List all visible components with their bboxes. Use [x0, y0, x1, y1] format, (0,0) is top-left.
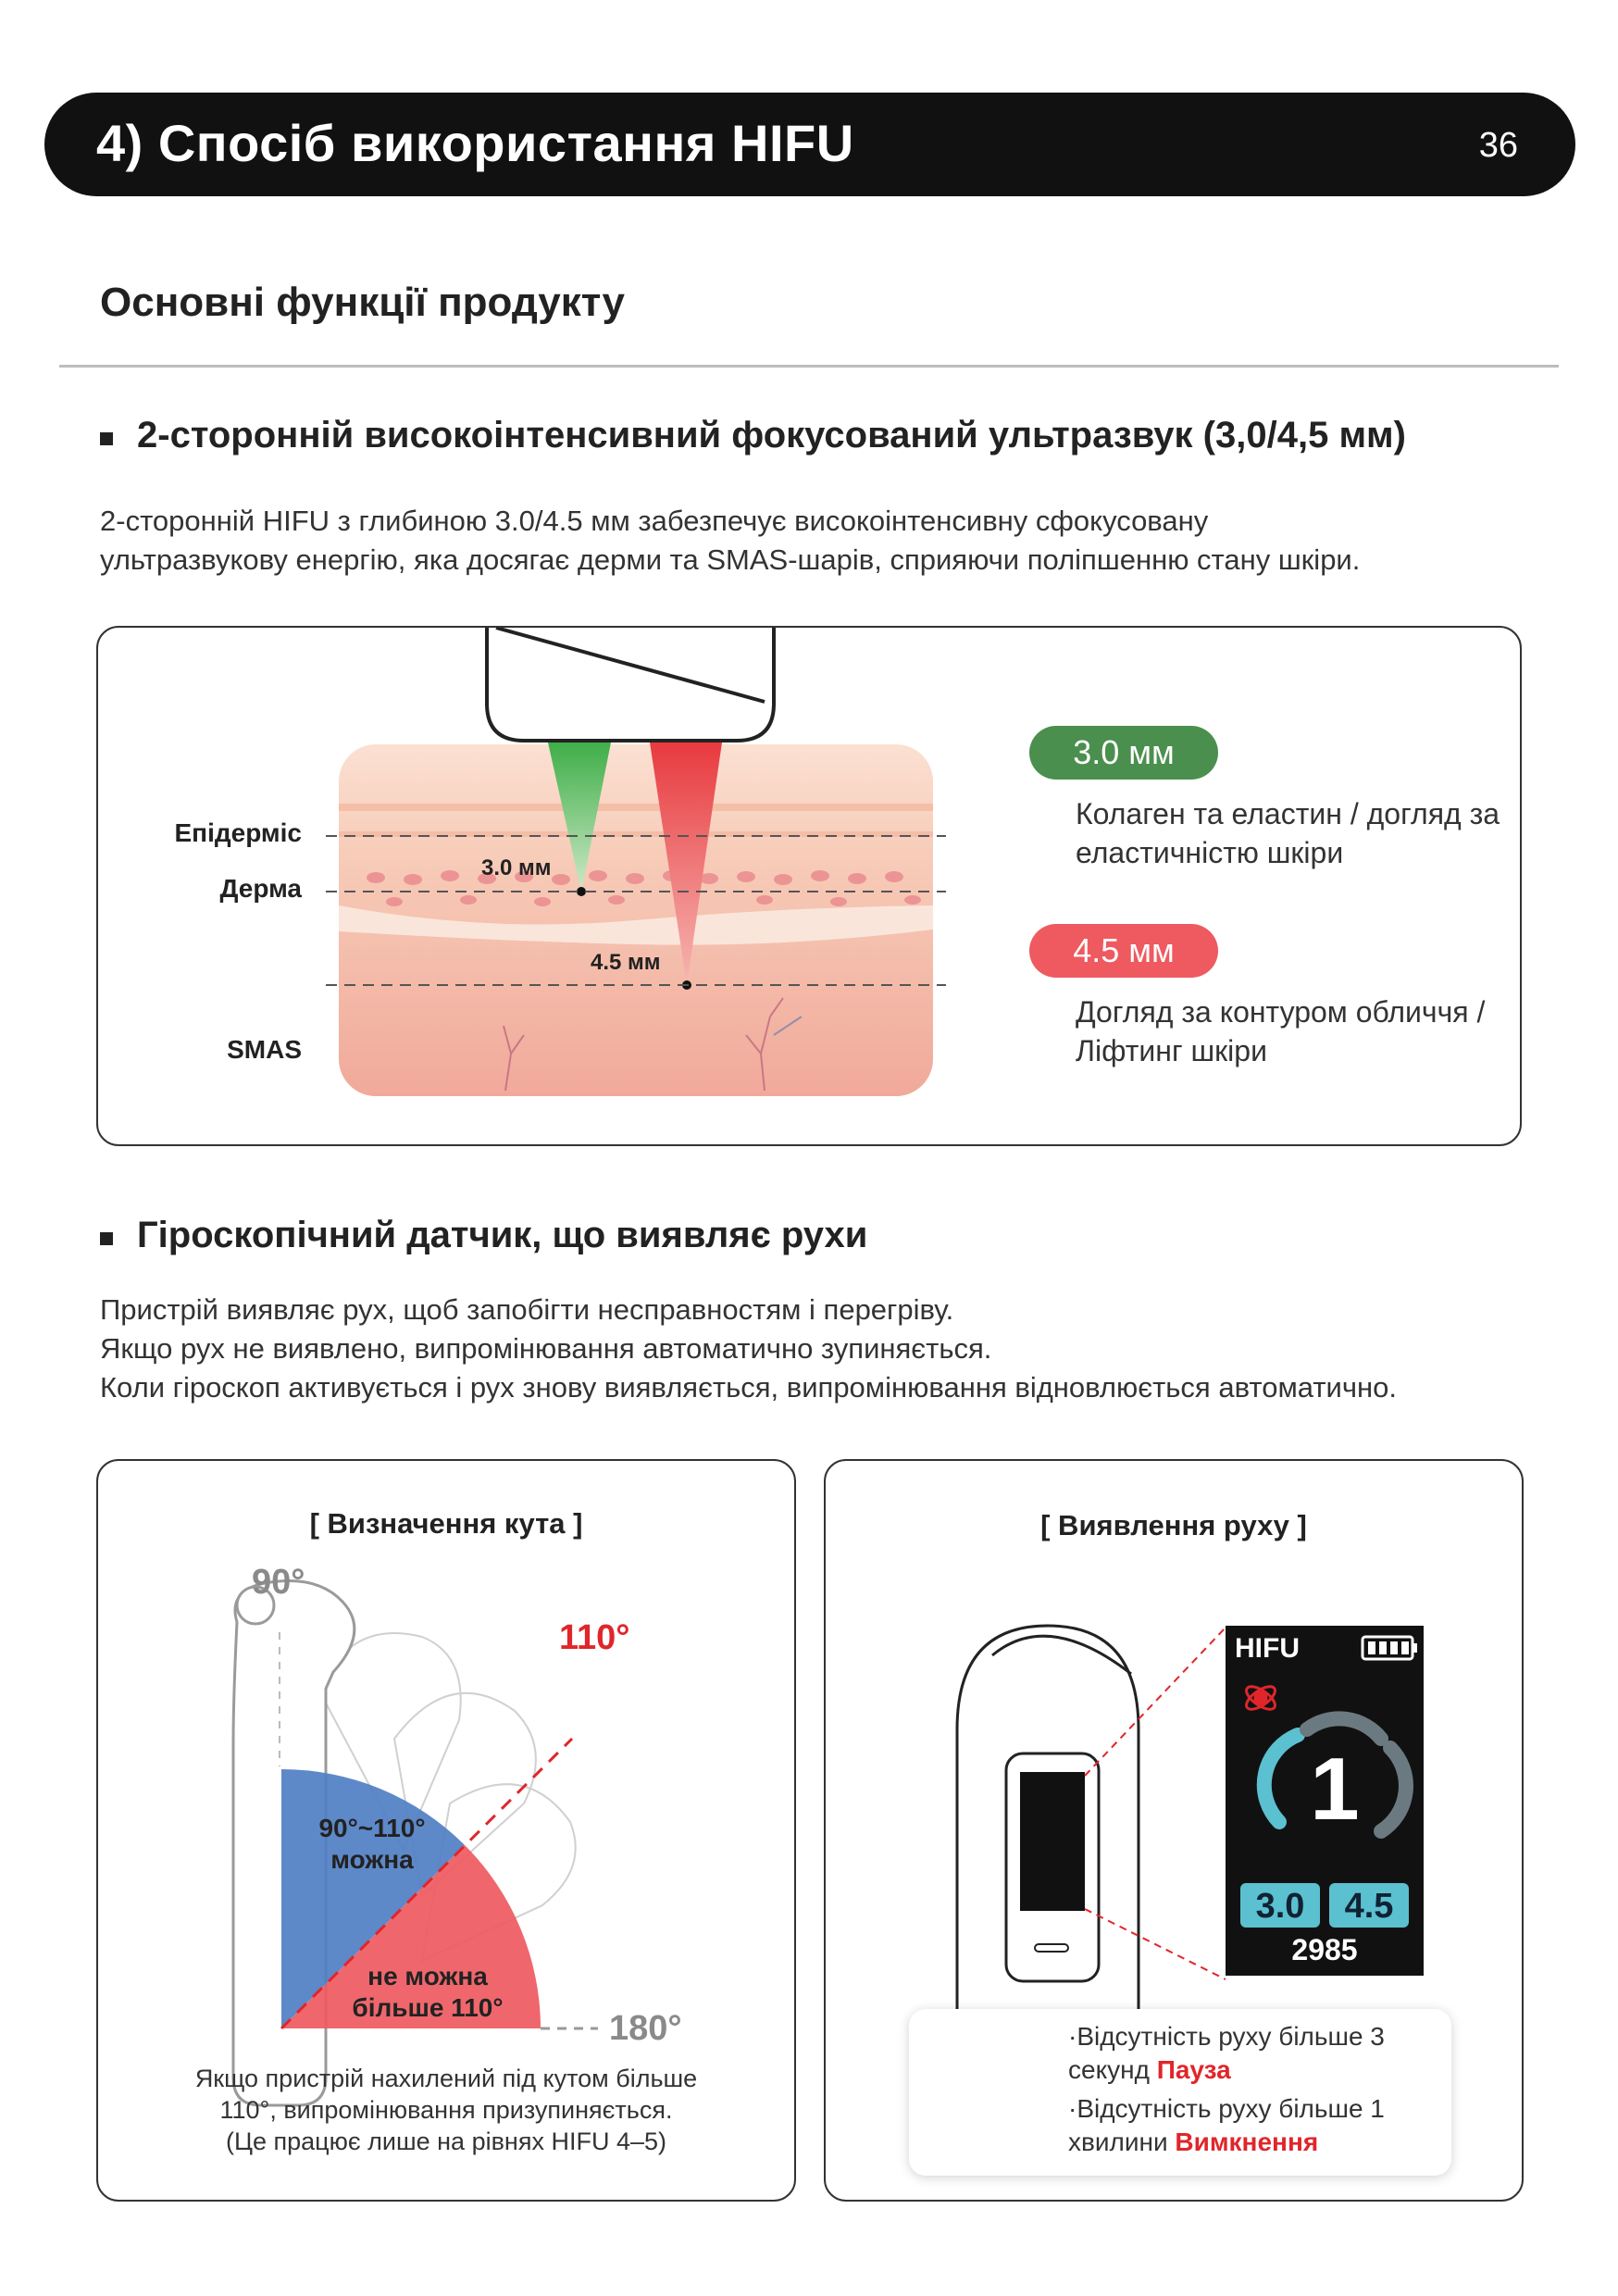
- motion-info-box: ·Відсутність руху більше 3 секунд Пауза …: [909, 2009, 1451, 2176]
- divider: [59, 365, 1559, 368]
- depth-desc-line: Догляд за контуром обличчя /: [1076, 995, 1486, 1029]
- marker-45mm: 4.5 мм: [591, 950, 661, 975]
- screen-shots: 2985: [1291, 1933, 1358, 1966]
- screen-brand: HIFU: [1235, 1633, 1300, 1664]
- feature1-description: 2-сторонній HIFU з глибиною 3.0/4.5 мм з…: [100, 502, 1360, 580]
- depth-desc-line: Колаген та еластин / догляд за: [1076, 797, 1500, 830]
- motion-diagram: [955, 1624, 1424, 2128]
- label-smas: SMAS: [227, 1035, 302, 1064]
- caption-line: (Це працює лише на рівнях HIFU 4–5): [226, 2128, 666, 2155]
- caption-line: 110°, випромінювання призупиняється.: [219, 2096, 673, 2124]
- depth-desc-45mm: Догляд за контуром обличчя / Ліфтинг шкі…: [1076, 992, 1485, 1070]
- bullet-square-icon: [100, 1231, 113, 1245]
- depth-badge-45mm: 4.5 мм: [1029, 924, 1218, 978]
- screen-depth-b: 4.5: [1344, 1887, 1394, 1926]
- beam-45mm: [650, 742, 722, 985]
- page-title: 4) Спосіб використання HIFU: [96, 114, 854, 172]
- note-line: хвилини: [1068, 2128, 1176, 2156]
- feature1-heading-text: 2-сторонній високоінтенсивний фокусовани…: [137, 415, 1406, 455]
- blocked-zone-text: не можна більше 110°: [326, 1961, 529, 2024]
- allowed-zone-line: можна: [330, 1845, 414, 1874]
- note-line: ·Відсутність руху більше 3: [1068, 2022, 1385, 2051]
- note-pause: ·Відсутність руху більше 3 секунд Пауза: [1068, 2020, 1385, 2087]
- feature2-heading-text: Гіроскопічний датчик, що виявляє рухи: [137, 1215, 868, 1255]
- screen-depth-a: 3.0: [1255, 1887, 1305, 1926]
- allowed-zone-line: 90°~110°: [318, 1814, 426, 1842]
- depth-desc-line: еластичністю шкіри: [1076, 836, 1344, 869]
- level-gauge: [1256, 1711, 1413, 1839]
- label-epidermis: Епідерміс: [174, 818, 302, 847]
- depth-desc-line: Ліфтинг шкіри: [1076, 1034, 1267, 1067]
- feature2-heading: Гіроскопічний датчик, що виявляє рухи: [100, 1215, 867, 1256]
- note-off: ·Відсутність руху більше 1 хвилини Вимкн…: [1068, 2092, 1385, 2159]
- angle-180-label: 180°: [609, 2009, 682, 2048]
- blocked-zone-line: не можна: [367, 1962, 488, 1990]
- allowed-zone: [281, 1769, 465, 2028]
- depth-badge-3mm: 3.0 мм: [1029, 726, 1218, 780]
- blocked-zone: [281, 1845, 541, 2028]
- header-bar: 4) Спосіб використання HIFU 36: [44, 93, 1575, 196]
- screen-level: 1: [1310, 1740, 1360, 1839]
- angle-panel-title: [ Визначення кута ]: [309, 1507, 583, 1540]
- motion-icon-small: [1245, 1685, 1276, 1711]
- depth-panel: Епідерміс Дерма SMAS 3.0 мм 4.5 мм 3.0 м…: [96, 626, 1522, 1146]
- marker-3mm: 3.0 мм: [481, 855, 552, 880]
- vessels: [503, 997, 803, 1092]
- feature2-description: Пристрій виявляє рух, щоб запобігти несп…: [100, 1291, 1397, 1407]
- page-number: 36: [1478, 126, 1518, 165]
- feature2-desc-line: Якщо рух не виявлено, випромінювання авт…: [100, 1332, 992, 1365]
- feature1-desc-line: 2-сторонній HIFU з глибиною 3.0/4.5 мм з…: [100, 505, 1209, 537]
- feature1-heading: 2-сторонній високоінтенсивний фокусовани…: [100, 415, 1406, 456]
- section-title: Основні функції продукту: [100, 280, 625, 325]
- allowed-zone-text: 90°~110° можна: [280, 1813, 465, 1876]
- off-highlight: Вимкнення: [1175, 2128, 1319, 2156]
- angle-110-label: 110°: [559, 1618, 630, 1657]
- beam-3mm: [548, 742, 611, 892]
- dermis-cells: [367, 870, 921, 906]
- angle-panel: [ Визначення кута ] 90° 110° 180° 90°~11…: [96, 1459, 796, 2202]
- note-line: ·Відсутність руху більше 1: [1068, 2094, 1385, 2123]
- feature1-desc-line: ультразвукову енергію, яка досягає дерми…: [100, 543, 1361, 576]
- depth-desc-3mm: Колаген та еластин / догляд за еластичні…: [1076, 794, 1500, 872]
- feature2-desc-line: Пристрій виявляє рух, щоб запобігти несп…: [100, 1293, 954, 1326]
- blocked-zone-line: більше 110°: [352, 1993, 504, 2022]
- caption-line: Якщо пристрій нахилений під кутом більше: [194, 2065, 698, 2092]
- motion-panel: [ Виявлення руху ]: [824, 1459, 1524, 2202]
- bullet-square-icon: [100, 431, 113, 445]
- skin-layers-illustration: [326, 628, 946, 1096]
- pause-highlight: Пауза: [1156, 2055, 1231, 2084]
- angle-90-label: 90°: [252, 1563, 305, 1602]
- label-dermis: Дерма: [219, 874, 302, 903]
- feature2-desc-line: Коли гіроскоп активується і рух знову ви…: [100, 1371, 1397, 1404]
- angle-diagram: [231, 1579, 598, 2107]
- motion-panel-title: [ Виявлення руху ]: [1040, 1509, 1307, 1541]
- angle-caption: Якщо пристрій нахилений під кутом більше…: [98, 2063, 794, 2157]
- note-line: секунд: [1068, 2055, 1157, 2084]
